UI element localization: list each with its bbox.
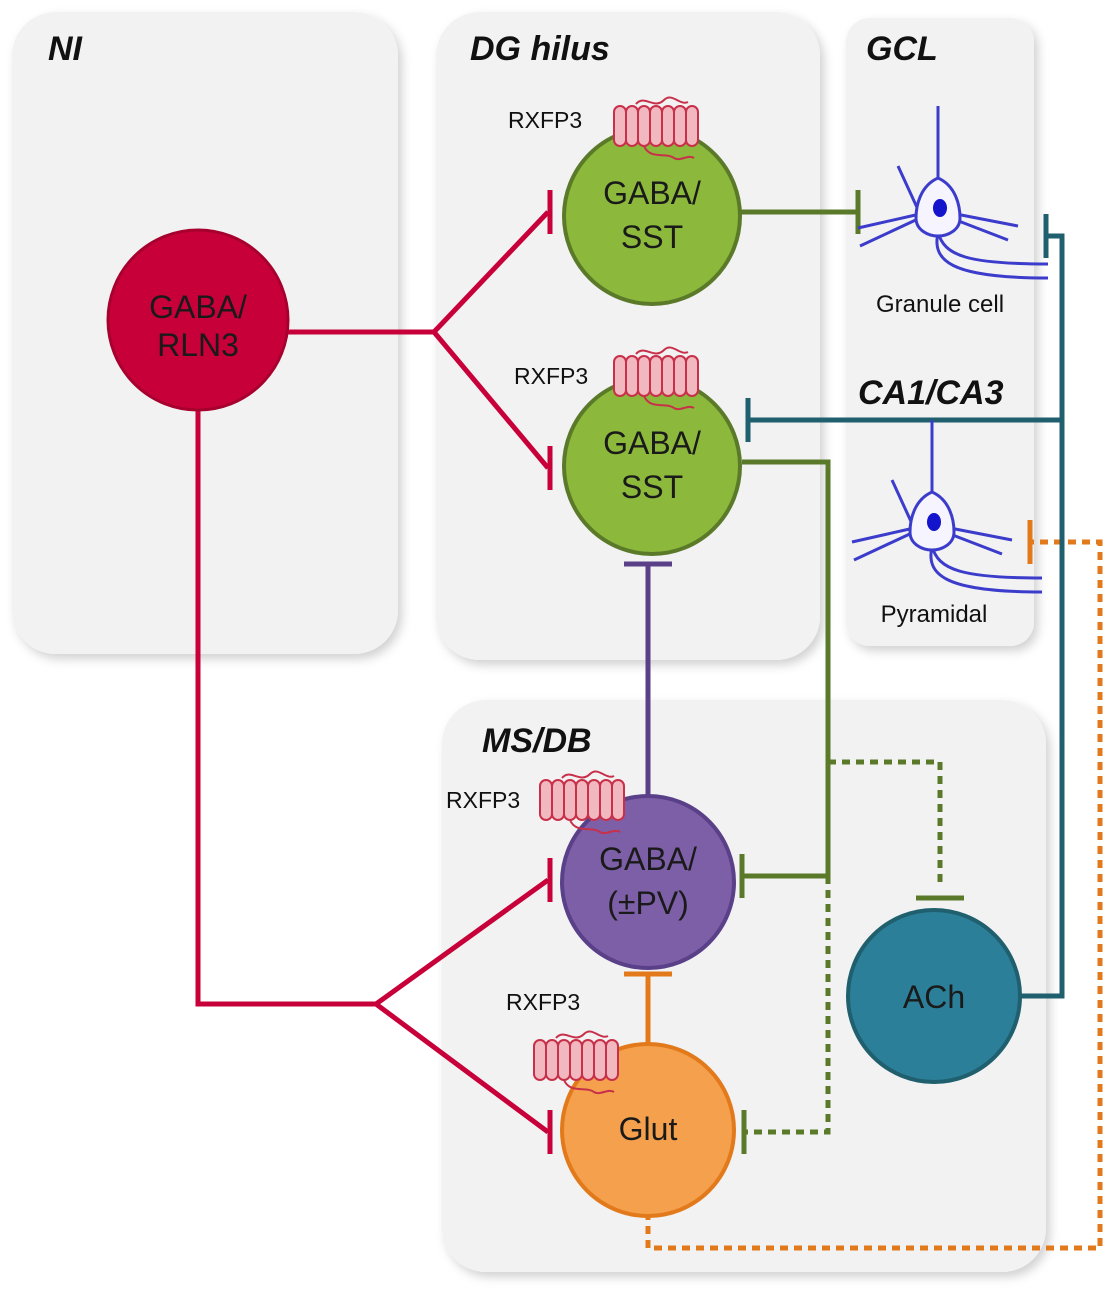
rln3-cell: GABA/ RLN3 [106, 228, 290, 412]
sst-to-glut-dotted [746, 876, 831, 1135]
rln3-to-dg-branch [286, 210, 550, 470]
rln3-to-msdb-branch [195, 400, 550, 1135]
ach-cell: ACh [846, 908, 1022, 1084]
rln3-projections [195, 190, 553, 1154]
pv-projection [624, 561, 672, 800]
svg-text:SST: SST [621, 469, 683, 505]
sst-cell-bottom: GABA/ SST [562, 376, 742, 556]
ach-projections [745, 214, 1065, 999]
svg-text:GABA/: GABA/ [149, 289, 247, 325]
glut-projection [624, 971, 672, 1050]
svg-text:SST: SST [621, 219, 683, 255]
ni-title: NI [48, 30, 84, 68]
granule-cell-label: Granule cell [876, 291, 1004, 318]
rxfp3-label-sst-bottom: RXFP3 [514, 363, 588, 389]
ms-db-title: MS/DB [482, 722, 592, 760]
sst-to-ach-dotted [828, 759, 943, 884]
rxfp3-label-glut: RXFP3 [506, 989, 580, 1015]
sst-dotted-projections [746, 759, 943, 1135]
svg-text:GABA/: GABA/ [599, 841, 697, 877]
pyramidal-label: Pyramidal [881, 601, 988, 628]
glut-cell: Glut [560, 1042, 736, 1218]
svg-text:(±PV): (±PV) [607, 885, 689, 921]
pv-cell: GABA/ (±PV) [560, 794, 736, 970]
svg-text:RLN3: RLN3 [157, 327, 239, 363]
svg-text:Glut: Glut [619, 1111, 678, 1147]
svg-text:GABA/: GABA/ [603, 175, 701, 211]
ca1-ca3-title: CA1/CA3 [858, 374, 1004, 412]
svg-text:ACh: ACh [903, 979, 965, 1015]
gcl-panel [846, 18, 1034, 646]
svg-text:GABA/: GABA/ [603, 425, 701, 461]
gcl-title: GCL [866, 30, 938, 68]
dg-hilus-title: DG hilus [470, 30, 610, 68]
rxfp3-label-sst-top: RXFP3 [508, 107, 582, 133]
rxfp3-label-pv: RXFP3 [446, 787, 520, 813]
sst-bottom-to-pv [742, 459, 831, 879]
